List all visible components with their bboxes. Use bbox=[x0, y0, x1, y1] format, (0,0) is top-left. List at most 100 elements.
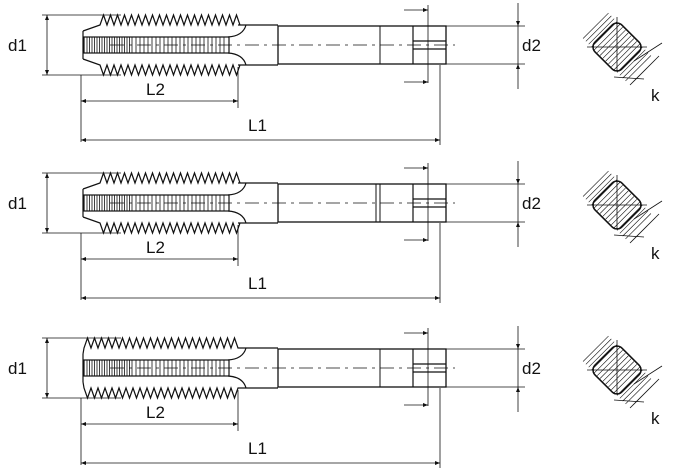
section-hatch bbox=[596, 26, 623, 53]
section-hatch bbox=[588, 18, 615, 45]
arrowhead bbox=[423, 238, 428, 242]
k-dimension-line bbox=[629, 55, 660, 86]
arrowhead bbox=[423, 166, 428, 170]
arrowhead bbox=[423, 80, 428, 84]
section-hatch bbox=[594, 182, 621, 209]
flute-runout bbox=[227, 24, 247, 66]
d2-label: d2 bbox=[522, 359, 541, 378]
section-hatch bbox=[608, 38, 635, 65]
k-extension bbox=[633, 365, 663, 385]
L1-label: L1 bbox=[248, 439, 267, 458]
arrowhead bbox=[45, 173, 49, 178]
section-hatch bbox=[596, 184, 623, 211]
arrowhead bbox=[81, 296, 86, 300]
k-label: k bbox=[651, 86, 660, 105]
thread-top bbox=[82, 171, 278, 190]
section-hatch bbox=[608, 361, 635, 388]
arrowhead bbox=[81, 257, 86, 261]
k-dimension-line bbox=[629, 378, 660, 409]
arrowhead bbox=[435, 461, 440, 465]
L2-label: L2 bbox=[146, 238, 165, 257]
thread-bottom bbox=[82, 381, 278, 400]
section-hatch bbox=[625, 213, 652, 240]
arrowhead bbox=[435, 296, 440, 300]
arrowhead bbox=[423, 331, 428, 335]
k-extension bbox=[613, 76, 645, 80]
section-hatch bbox=[616, 369, 643, 396]
arrowhead bbox=[81, 422, 86, 426]
section-hatch bbox=[591, 179, 618, 206]
section-hatch bbox=[602, 32, 629, 59]
arrowhead bbox=[423, 403, 428, 407]
section-hatch bbox=[625, 55, 652, 82]
arrowhead bbox=[45, 70, 49, 75]
section-hatch bbox=[613, 366, 640, 393]
thread-top bbox=[82, 336, 278, 355]
section-hatch bbox=[616, 46, 643, 73]
section-hatch bbox=[599, 29, 626, 56]
arrowhead bbox=[45, 338, 49, 343]
d2-label: d2 bbox=[522, 194, 541, 213]
arrowhead bbox=[45, 228, 49, 233]
section-hatch bbox=[622, 210, 649, 237]
arrowhead bbox=[81, 99, 86, 103]
section-hatch bbox=[594, 347, 621, 374]
thread-top bbox=[82, 13, 278, 32]
section-hatch bbox=[588, 341, 615, 368]
section-hatch bbox=[622, 375, 649, 402]
arrowhead bbox=[516, 21, 520, 26]
square-outline-top bbox=[592, 22, 642, 72]
arrowhead bbox=[435, 138, 440, 142]
arrowhead bbox=[81, 138, 86, 142]
section-hatch bbox=[619, 49, 646, 76]
thread-bottom bbox=[82, 58, 278, 77]
arrowhead bbox=[516, 344, 520, 349]
section-hatch bbox=[611, 41, 638, 68]
section-hatch bbox=[599, 187, 626, 214]
square-outline-top bbox=[592, 180, 642, 230]
arrowhead bbox=[516, 64, 520, 69]
section-hatch bbox=[585, 338, 612, 365]
section-hatch bbox=[582, 335, 609, 362]
section-hatch bbox=[611, 199, 638, 226]
section-hatch bbox=[605, 358, 632, 385]
section-hatch bbox=[602, 355, 629, 382]
section-hatch bbox=[582, 12, 609, 39]
section-hatch bbox=[605, 35, 632, 62]
k-label: k bbox=[651, 409, 660, 428]
flute-runout bbox=[227, 347, 247, 389]
d2-label: d2 bbox=[522, 36, 541, 55]
k-extension bbox=[633, 42, 663, 62]
section-hatch bbox=[608, 196, 635, 223]
section-hatch bbox=[611, 364, 638, 391]
arrowhead bbox=[423, 8, 428, 12]
section-hatch bbox=[625, 378, 652, 405]
section-hatch bbox=[622, 52, 649, 79]
k-label: k bbox=[651, 244, 660, 263]
section-hatch bbox=[585, 15, 612, 42]
k-extension bbox=[633, 200, 663, 220]
section-hatch bbox=[585, 173, 612, 200]
thread-bottom bbox=[82, 216, 278, 235]
d1-label: d1 bbox=[8, 194, 27, 213]
k-extension bbox=[613, 399, 645, 403]
d1-label: d1 bbox=[8, 36, 27, 55]
L2-label: L2 bbox=[146, 403, 165, 422]
section-hatch bbox=[616, 204, 643, 231]
section-hatch bbox=[591, 344, 618, 371]
L1-label: L1 bbox=[248, 274, 267, 293]
arrowhead bbox=[233, 422, 238, 426]
arrowhead bbox=[233, 257, 238, 261]
square-outline-top bbox=[592, 345, 642, 395]
section-hatch bbox=[605, 193, 632, 220]
arrowhead bbox=[81, 461, 86, 465]
arrowhead bbox=[516, 179, 520, 184]
L1-label: L1 bbox=[248, 116, 267, 135]
section-hatch bbox=[619, 207, 646, 234]
arrowhead bbox=[516, 222, 520, 227]
arrowhead bbox=[516, 387, 520, 392]
